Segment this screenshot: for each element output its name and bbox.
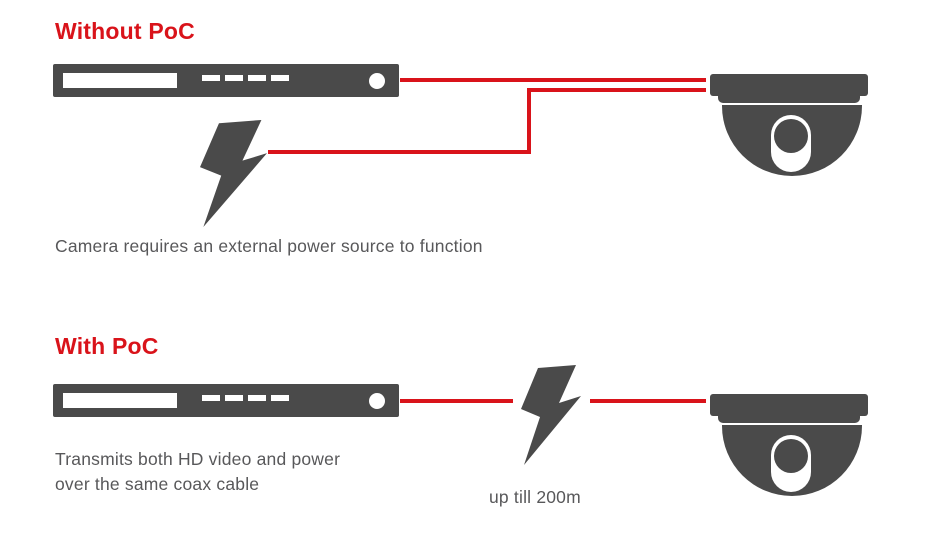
dvr-recorder-icon — [53, 384, 399, 417]
dvr-vent-dash — [225, 395, 243, 401]
dvr-vent-dash — [202, 395, 220, 401]
camera-base — [710, 394, 868, 416]
without-poc-caption: Camera requires an external power source… — [55, 236, 483, 256]
dome-camera-icon — [710, 74, 868, 179]
dome-camera-icon — [710, 394, 868, 499]
dvr-disc-slot — [63, 73, 177, 88]
power-cable-line-horizontal-upper — [531, 88, 706, 92]
dvr-power-button-icon — [369, 73, 385, 89]
camera-base-lip — [718, 96, 860, 103]
dvr-vent-dash — [271, 395, 289, 401]
with-poc-caption-line2: over the same coax cable — [55, 474, 260, 494]
power-cable-line-horizontal-lower — [268, 150, 531, 154]
dvr-vent-dash — [271, 75, 289, 81]
dvr-vent-dash — [225, 75, 243, 81]
dvr-vent-dash — [248, 75, 266, 81]
lightning-bolt-icon — [200, 120, 267, 227]
with-poc-caption-line1: Transmits both HD video and power — [55, 449, 341, 469]
camera-base — [710, 74, 868, 96]
lightning-bolt-icon — [521, 365, 581, 465]
with-poc-title: With PoC — [55, 333, 159, 359]
dvr-disc-slot — [63, 393, 177, 408]
coax-cable-line-right — [590, 399, 706, 403]
dvr-recorder-icon — [53, 64, 399, 97]
camera-lens — [774, 119, 808, 153]
camera-lens — [774, 439, 808, 473]
dvr-vent-dash — [248, 395, 266, 401]
distance-label: up till 200m — [489, 487, 581, 507]
coax-cable-line-left — [400, 399, 513, 403]
dvr-power-button-icon — [369, 393, 385, 409]
without-poc-title: Without PoC — [55, 18, 195, 44]
camera-base-lip — [718, 416, 860, 423]
power-cable-line-vertical — [527, 88, 531, 154]
video-cable-line — [400, 78, 706, 82]
dvr-vent-dash — [202, 75, 220, 81]
